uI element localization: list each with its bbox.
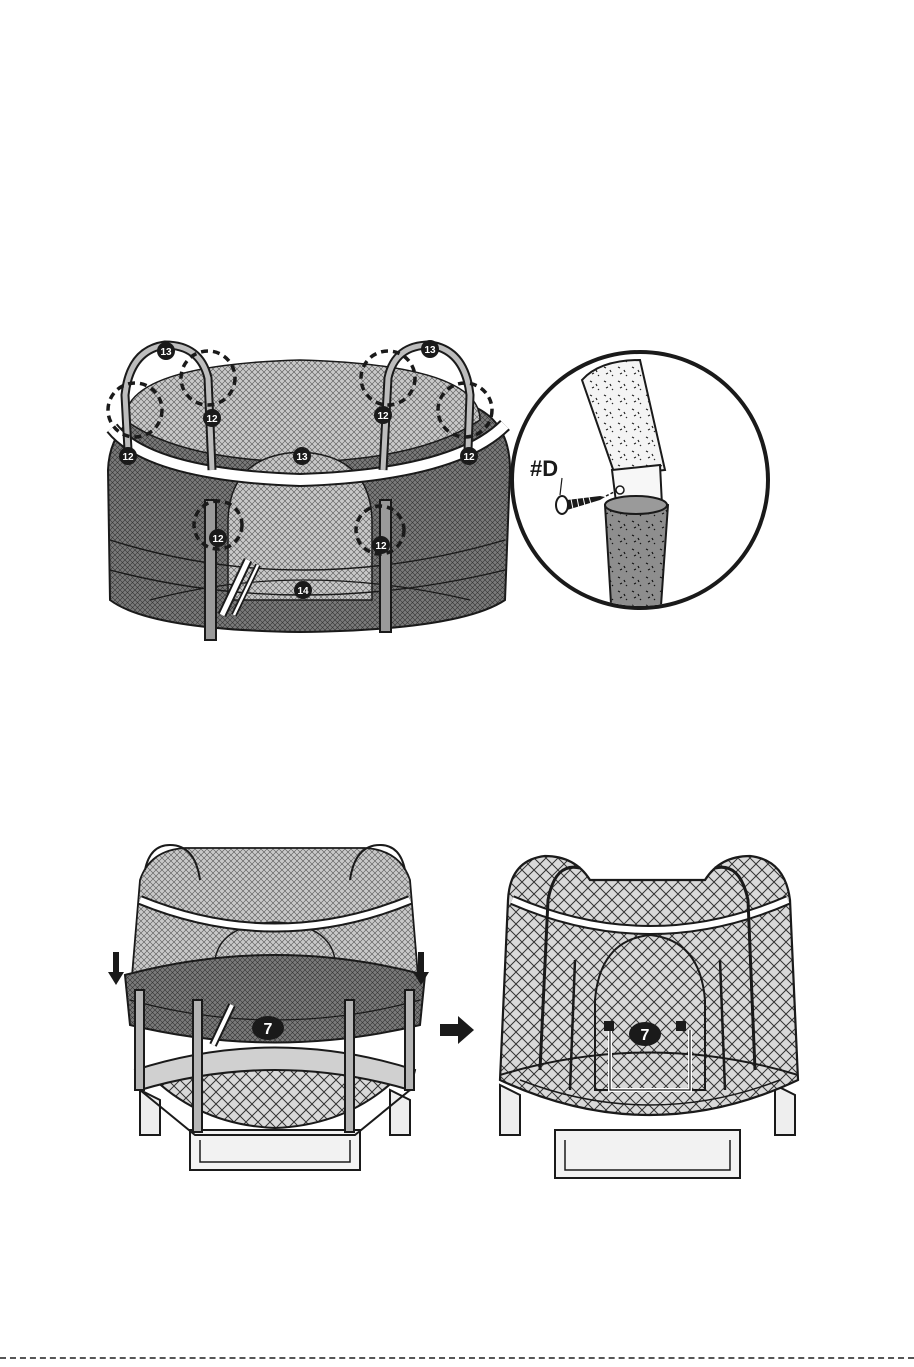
part-callout-7b: 7 <box>629 1022 661 1046</box>
screw-detail-inset: #D <box>512 352 768 620</box>
hardware-label-d: #D <box>530 456 558 481</box>
svg-text:7: 7 <box>264 1021 273 1038</box>
svg-text:14: 14 <box>297 586 309 597</box>
enclosure-net-assembly: 13 13 13 12 12 12 12 12 <box>108 340 510 640</box>
part-callout-7a: 7 <box>252 1016 284 1040</box>
svg-text:12: 12 <box>122 452 134 463</box>
part-callout-12e: 12 <box>209 529 227 547</box>
svg-text:12: 12 <box>463 452 475 463</box>
part-callout-12f: 12 <box>372 536 390 554</box>
screw-hole <box>616 486 624 494</box>
svg-text:12: 12 <box>375 541 387 552</box>
lower-foam-tube <box>605 500 668 620</box>
page-bottom-dashed-rule <box>0 1357 914 1359</box>
right-arrow-icon <box>440 1016 474 1044</box>
part-callout-12a: 12 <box>203 409 221 427</box>
part-callout-14: 14 <box>294 581 312 599</box>
svg-text:7: 7 <box>641 1027 650 1044</box>
svg-text:12: 12 <box>377 411 389 422</box>
svg-text:13: 13 <box>424 345 436 356</box>
svg-text:13: 13 <box>160 347 172 358</box>
part-callout-12c: 12 <box>119 447 137 465</box>
part-callout-13c: 13 <box>293 447 311 465</box>
down-arrow-icon <box>108 952 124 985</box>
part-callout-12d: 12 <box>460 447 478 465</box>
trampoline-net-lowering: 7 <box>108 845 429 1170</box>
part-callout-12b: 12 <box>374 406 392 424</box>
part-callout-13b: 13 <box>421 340 439 358</box>
base-handle <box>555 1130 740 1178</box>
svg-text:12: 12 <box>212 534 224 545</box>
part-callout-13a: 13 <box>157 342 175 360</box>
completed-trampoline: 7 <box>500 856 798 1178</box>
svg-text:13: 13 <box>296 452 308 463</box>
svg-text:12: 12 <box>206 414 218 425</box>
